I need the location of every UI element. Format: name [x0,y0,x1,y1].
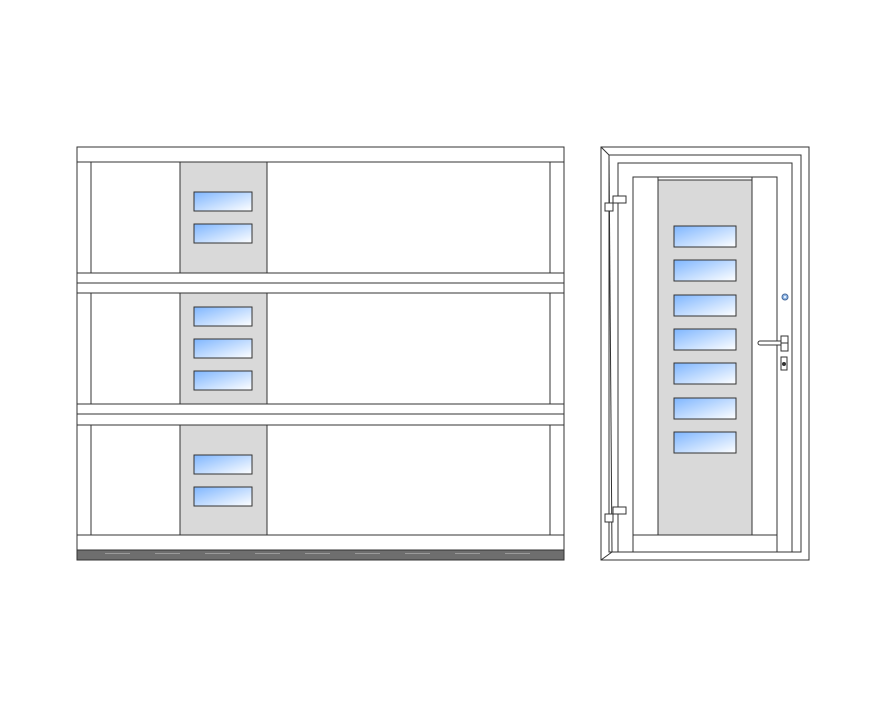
door-viewer-icon [781,293,789,301]
garage-panel-stile-right [549,161,565,274]
garage-panel-body [76,161,565,274]
garage-panel-joint [76,272,565,284]
entry-door [600,146,810,561]
entry-door-jamb-line [600,146,610,156]
garage-door-threshold [76,549,565,561]
garage-door [76,146,565,561]
garage-door-bottom-rail [76,534,565,551]
entry-door-stile-right [751,176,778,536]
garage-panel-joint [76,282,565,294]
garage-glass-window [193,486,253,507]
entry-glass-group [673,225,737,454]
garage-panel-joint [76,413,565,426]
garage-panel-insert [179,424,268,536]
entry-glass-window [673,328,737,351]
entry-door-bottom-rail [632,534,778,553]
garage-panel-stile-left [76,161,92,274]
garage-panel-stile-left [76,292,92,405]
entry-glass-window [673,259,737,282]
garage-door-header [76,146,565,163]
garage-panel-3 [76,424,565,536]
lock-keyhole-icon [782,362,786,366]
hinge-icon [604,195,627,212]
garage-panel-2 [76,292,565,405]
entry-glass-window [673,225,737,248]
garage-glass-group [193,191,253,507]
entry-door-jamb-line [600,551,613,561]
hinge-icon [604,506,627,523]
garage-glass-window [193,191,253,212]
entry-glass-window [673,294,737,317]
garage-glass-window [193,306,253,327]
garage-panel-body [76,424,565,536]
garage-glass-window [193,223,253,244]
garage-panel-1 [76,161,565,274]
entry-glass-window [673,362,737,385]
entry-glass-window [673,397,737,420]
garage-panel-insert [179,161,268,274]
door-handle-icon [757,335,789,371]
entry-glass-window [673,431,737,454]
garage-panel-joint [76,403,565,415]
entry-door-hinges [604,195,627,523]
garage-panel-stile-right [549,292,565,405]
garage-panel-stile-left [76,424,92,536]
handle-lever [757,340,785,346]
entry-door-jamb-line [608,154,613,553]
garage-glass-window [193,338,253,359]
garage-glass-window [193,370,253,391]
garage-panel-stile-right [549,424,565,536]
garage-panel-body [76,292,565,405]
garage-glass-window [193,454,253,475]
entry-door-stile-left [632,176,659,536]
